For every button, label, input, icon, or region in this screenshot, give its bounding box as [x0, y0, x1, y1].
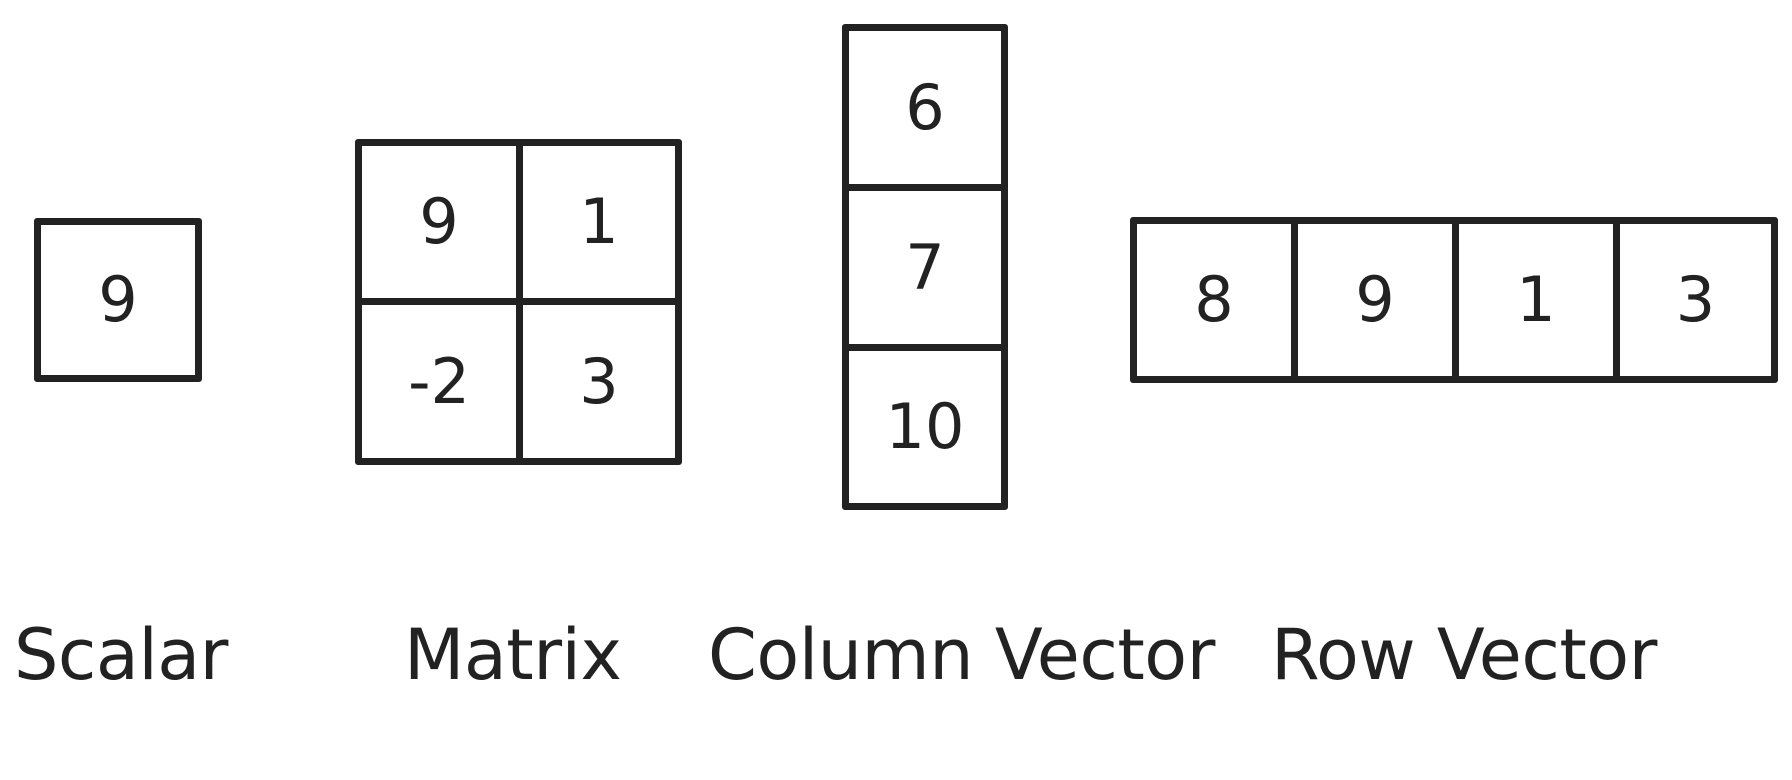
column-vector-cell: 10	[842, 344, 1008, 510]
scalar-caption: Scalar	[14, 614, 228, 696]
row-vector-cell: 3	[1613, 217, 1778, 383]
row-vector-value: 3	[1675, 263, 1716, 336]
column-vector-value: 10	[885, 390, 965, 463]
column-vector-value: 6	[905, 70, 945, 144]
matrix-cell-value: 1	[579, 185, 619, 258]
scalar-cell: 9	[34, 218, 202, 382]
row-vector-cell: 1	[1452, 217, 1620, 383]
row-vector-value: 8	[1194, 263, 1234, 336]
row-vector-caption: Row Vector	[1271, 614, 1657, 696]
scalar-value: 9	[98, 263, 138, 336]
column-vector-value: 7	[905, 230, 945, 304]
row-vector-cell: 9	[1291, 217, 1459, 383]
matrix-cell-value: 3	[579, 344, 619, 418]
matrix-cell-value: 9	[419, 185, 459, 258]
matrix-cell-value: -2	[408, 344, 470, 418]
row-vector-cell: 8	[1130, 217, 1298, 383]
row-vector-value: 9	[1355, 263, 1395, 336]
matrix-cell: 1	[516, 139, 682, 305]
matrix-cell: 9	[355, 139, 523, 305]
matrix-cell: -2	[355, 298, 523, 465]
column-vector-caption: Column Vector	[708, 614, 1215, 696]
matrix-caption: Matrix	[404, 614, 622, 696]
column-vector-cell: 6	[842, 24, 1008, 191]
column-vector-cell: 7	[842, 184, 1008, 351]
matrix-cell: 3	[516, 298, 682, 465]
row-vector-value: 1	[1516, 263, 1556, 336]
